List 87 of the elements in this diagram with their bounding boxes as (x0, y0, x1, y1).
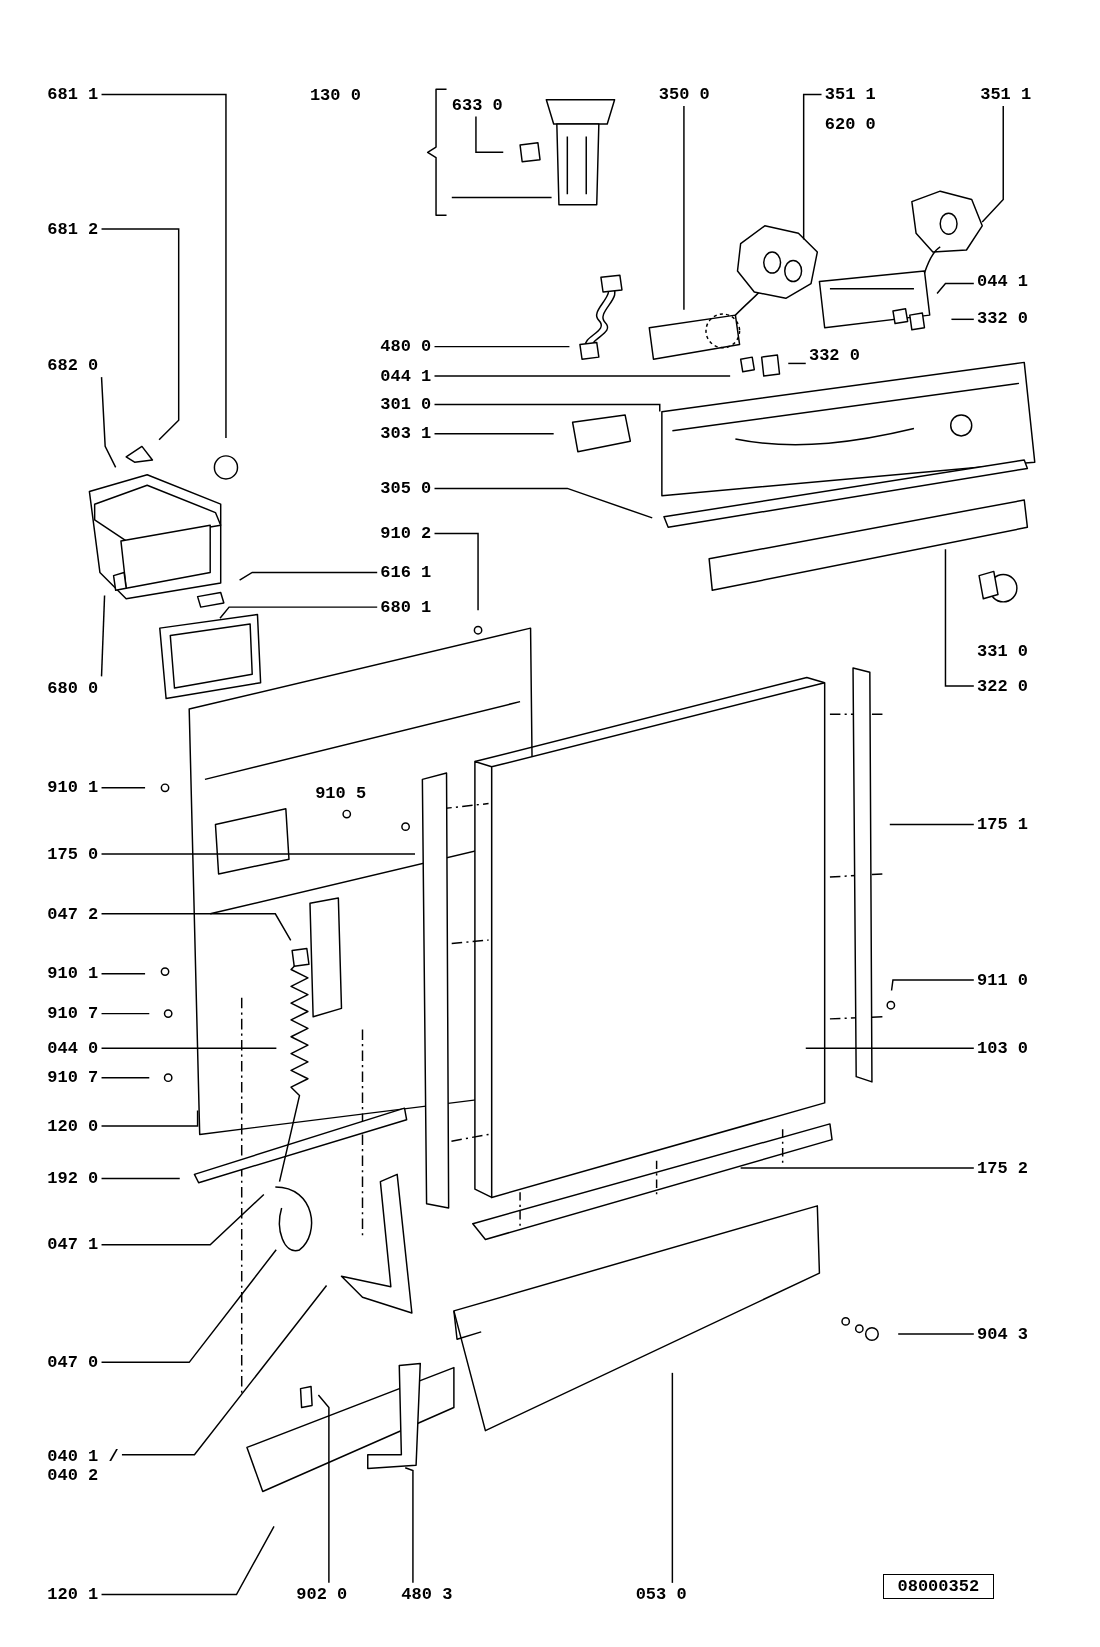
leader-line (100, 376, 117, 469)
leader-line (100, 228, 180, 441)
leader-line (100, 594, 106, 678)
leader-line (100, 972, 146, 975)
leader-line (317, 1394, 330, 1584)
callout-number: 910 7 (47, 1004, 99, 1024)
callout-number: 332 0 (808, 345, 860, 365)
leader-line (739, 1167, 975, 1169)
leader-line (100, 1525, 275, 1596)
callout-number: 910 2 (380, 524, 432, 544)
leader-line (433, 375, 731, 377)
leader-line (100, 1109, 199, 1127)
callout-number: 175 0 (47, 844, 99, 864)
leader-line (404, 1467, 414, 1584)
leader-line (100, 1177, 181, 1180)
callout-number: 910 5 (315, 784, 367, 804)
leader-line (805, 1047, 975, 1049)
leader-line (433, 433, 555, 435)
callout-number: 480 0 (380, 337, 432, 357)
leader-line (433, 345, 571, 348)
leader-line (100, 1012, 150, 1015)
leader-line (433, 403, 661, 413)
callout-number: 047 0 (47, 1353, 99, 1373)
callout-number: 120 0 (47, 1116, 99, 1136)
leader-line (890, 979, 975, 992)
callout-number: 681 2 (47, 219, 99, 239)
leader-line (671, 1372, 674, 1584)
callout-number: 902 0 (296, 1585, 348, 1605)
callout-number: 681 1 (47, 85, 99, 105)
leader-line (433, 532, 479, 611)
callout-number: 053 0 (635, 1585, 687, 1605)
callout-number: 910 1 (47, 778, 99, 798)
callout-number: 350 0 (658, 85, 710, 105)
callout-number: 633 0 (451, 95, 503, 115)
leader-line (100, 1076, 150, 1079)
callout-number: 120 1 (47, 1585, 99, 1605)
callout-number: 044 1 (977, 272, 1029, 292)
callout-number: 322 0 (977, 676, 1029, 696)
leader-line (100, 93, 227, 439)
callout-number: 904 3 (977, 1324, 1029, 1344)
callout-number: 301 0 (380, 395, 432, 414)
callout-number: 305 0 (380, 479, 432, 499)
leader-line (981, 105, 1004, 223)
callout-number: 680 1 (380, 597, 432, 617)
callout-number: 047 2 (47, 904, 99, 924)
callout-number: 332 0 (977, 308, 1029, 328)
leader-line (100, 1193, 265, 1246)
callout-number: 175 1 (977, 815, 1029, 835)
leader-line (433, 487, 653, 519)
callout-number: 103 0 (977, 1039, 1029, 1058)
leader-line (950, 318, 975, 321)
callout-number: 682 0 (47, 356, 99, 376)
callout-number: 911 0 (977, 970, 1029, 990)
leader-line (219, 606, 378, 620)
leader-line (889, 823, 975, 826)
leader-line (944, 548, 975, 687)
callout-number: 044 1 (380, 366, 432, 386)
leader-line (683, 105, 685, 311)
leader-line (100, 913, 292, 942)
callout-number: 616 1 (380, 563, 432, 583)
callout-number: 044 0 (47, 1039, 99, 1058)
leader-line (100, 1047, 278, 1049)
callout-number: 192 0 (47, 1169, 99, 1189)
callout-number: 047 1 (47, 1235, 99, 1255)
callout-number: 620 0 (824, 114, 876, 134)
callout-number: 351 1 (980, 85, 1032, 105)
leader-line (100, 787, 146, 789)
leader-line (897, 1333, 975, 1335)
callout-number: 680 0 (47, 678, 99, 698)
leader-line (475, 115, 504, 154)
callout-number: 130 0 (309, 85, 361, 105)
leader-line (100, 853, 416, 855)
leader-line (787, 362, 807, 365)
callout-number: 910 1 (47, 964, 99, 984)
leader-line (802, 93, 823, 241)
callout-number: 910 7 (47, 1068, 99, 1088)
drawing-number-box: 08000352 (882, 1573, 995, 1599)
callout-number: 480 3 (401, 1585, 453, 1605)
callout-number: 351 1 (824, 85, 876, 105)
leader-line (936, 282, 975, 295)
callout-number: 303 1 (380, 424, 432, 444)
callout-number: 040 1 / 040 2 (47, 1446, 119, 1485)
callout-number: 175 2 (977, 1158, 1029, 1178)
leader-line (238, 571, 378, 581)
leader-line (121, 1284, 328, 1456)
leader-line (100, 1249, 277, 1364)
callout-number: 331 0 (977, 642, 1029, 662)
